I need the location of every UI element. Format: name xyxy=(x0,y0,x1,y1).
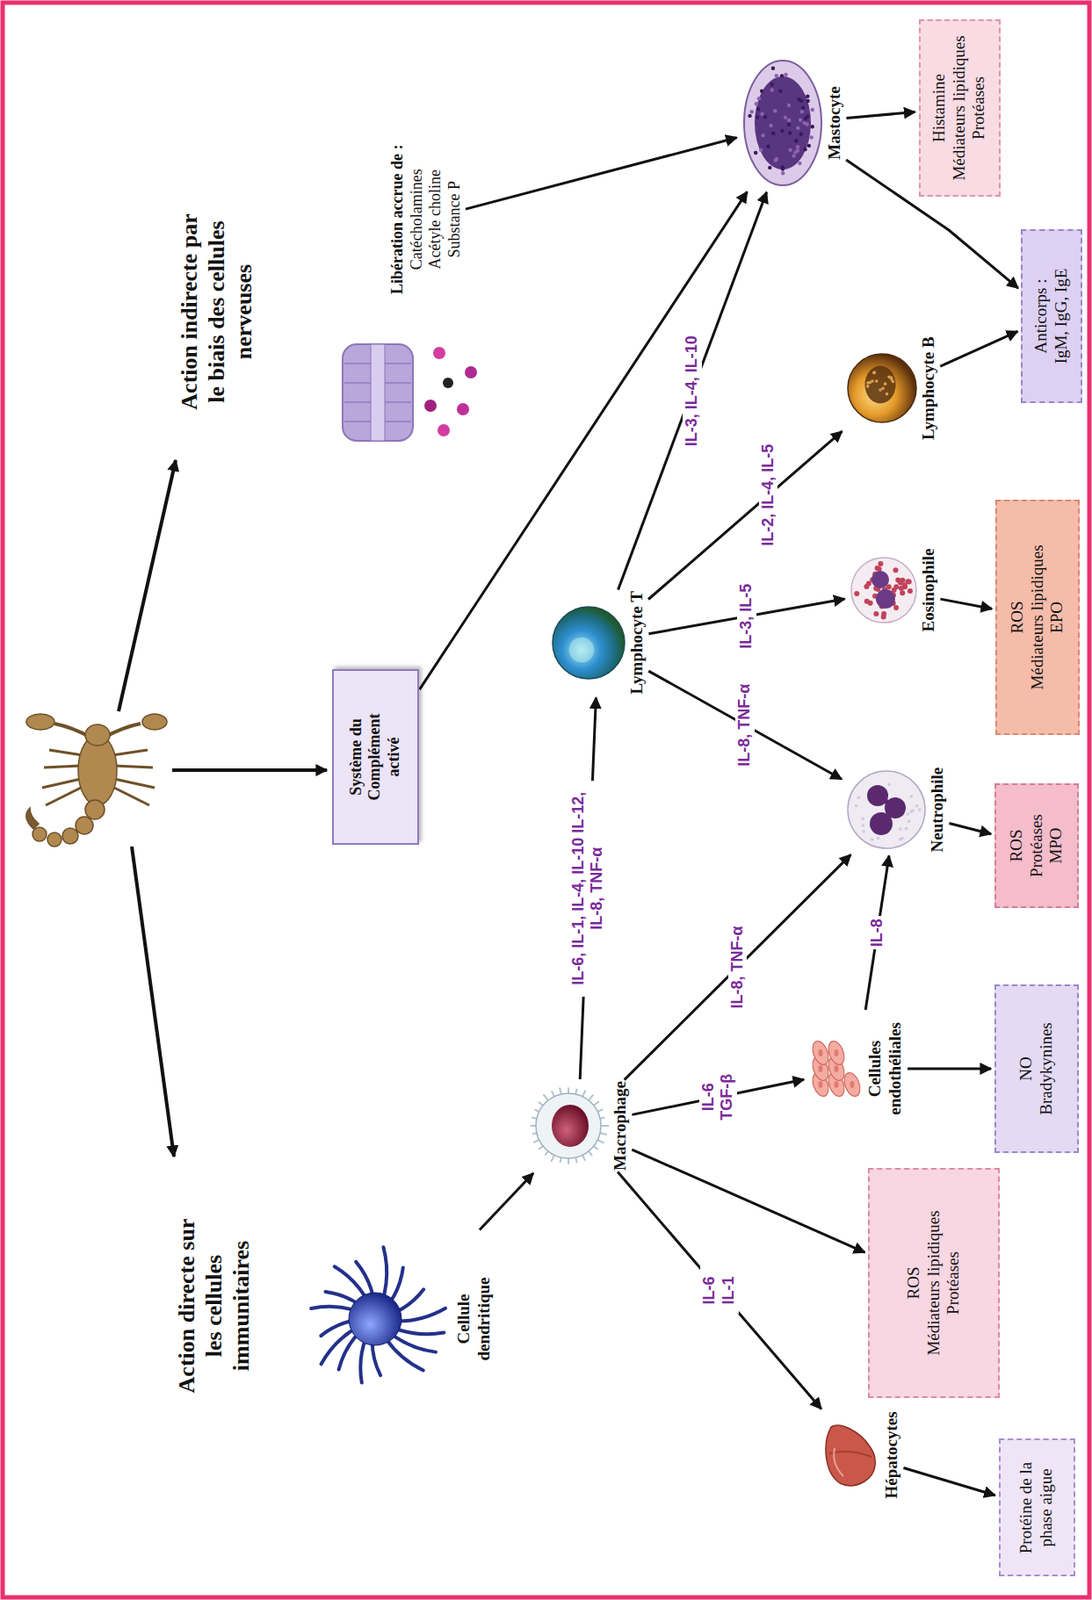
node-text: Cellules endothéliales xyxy=(865,1012,906,1127)
cytokine-label: IL-8 xyxy=(867,916,888,950)
ion-channel-symbol xyxy=(342,344,478,442)
node-text: Système du Complément activé xyxy=(347,700,405,815)
mast-cell: Mastocyte xyxy=(740,57,846,189)
b-lymphocyte-cell: Lymphocyte B xyxy=(845,336,940,441)
cell-illustration xyxy=(820,1422,883,1490)
macrophage-cell: Macrophage xyxy=(526,1081,631,1172)
node-text: Macrophage xyxy=(610,1081,631,1172)
cytokine-label: IL-8, TNF-α xyxy=(735,681,755,770)
node-text: Protéases xyxy=(943,1251,964,1316)
pointer-arrow xyxy=(118,460,327,1158)
section-heading: Action directe sur les cellules immunita… xyxy=(173,1209,256,1403)
arrow-connector xyxy=(624,854,852,1080)
arrow-connector xyxy=(940,331,1018,367)
endothelial-cells: Cellules endothéliales xyxy=(807,1012,906,1127)
cytokine-label: IL-6, IL-1, IL-4, IL-10 IL-12, IL-8, TNF… xyxy=(569,781,608,998)
product-box: NOBradykynines xyxy=(994,984,1079,1154)
node-text: EPO xyxy=(1047,601,1068,634)
cytokine-label: IL-2, IL-4, IL-5 xyxy=(759,441,779,550)
release-note: Libération accrue de :CatécholaminesAcét… xyxy=(388,144,464,295)
node-text: NO xyxy=(1016,1056,1037,1081)
node-text: Lymphocyte T xyxy=(627,591,648,695)
dendritic-cell: Cellule dendritique xyxy=(296,1231,495,1408)
product-box: ROSMédiateurs lipidiquesEPO xyxy=(995,499,1080,736)
node-text: Acétyle choline xyxy=(426,169,446,269)
section-heading: Action indirecte par le biais des cellul… xyxy=(175,209,259,416)
node-text: Protéine de la phase aigue xyxy=(1016,1448,1057,1570)
cytokine-label: IL-8, TNF-α xyxy=(728,923,748,1012)
node-text: Mastocyte xyxy=(824,86,846,160)
node-text: Médiateurs lipidiques xyxy=(1027,544,1049,690)
node-text: Protéases xyxy=(969,76,990,140)
node-text: Neutrophile xyxy=(927,767,948,854)
arrow-connector xyxy=(465,137,738,210)
node-text: Hépatocytes xyxy=(882,1411,903,1499)
arrow-connector xyxy=(617,1172,822,1411)
node-text: Anticorps : xyxy=(1031,279,1052,355)
arrow-connector xyxy=(907,1068,991,1071)
arrow-connector xyxy=(618,192,767,591)
node-text: ROS xyxy=(1006,830,1027,863)
arrow-connector xyxy=(865,855,890,1011)
scorpion-figure xyxy=(26,714,167,847)
arrow-connector xyxy=(648,671,842,780)
node-text: Cellule dendritique xyxy=(454,1266,495,1373)
node-text: Bradykynines xyxy=(1036,1022,1057,1116)
product-box: HistamineMédiateurs lipidiquesProtéases xyxy=(918,19,1001,197)
cell-illustration xyxy=(848,554,919,627)
node-text: IgM, IgG, IgE xyxy=(1051,268,1072,365)
arrow-connector xyxy=(948,823,991,834)
node-text: ROS xyxy=(903,1267,925,1301)
arrow-connector xyxy=(631,1149,865,1253)
arrow-connector xyxy=(903,1468,995,1497)
node-text: Médiateurs lipidiques xyxy=(949,35,970,181)
node-text: Lymphocyte B xyxy=(918,336,940,441)
arrow-connector xyxy=(648,431,842,600)
eosinophil-cell: Eosinophile xyxy=(848,548,940,632)
node-text: Libération accrue de : xyxy=(388,144,408,295)
cell-illustration xyxy=(807,1035,866,1103)
complement-box: Système du Complément activé xyxy=(332,669,420,846)
product-box: Protéine de la phase aigue xyxy=(998,1439,1076,1578)
product-box: ROSProtéasesMPO xyxy=(994,783,1079,909)
arrow-connector xyxy=(940,599,992,609)
arrow-connector xyxy=(479,1173,534,1231)
neutrophil-cell: Neutrophile xyxy=(845,767,948,854)
node-text: Catécholamines xyxy=(407,168,427,270)
t-lymphocyte-cell: Lymphocyte T xyxy=(549,591,648,695)
node-text: ROS xyxy=(1007,601,1028,635)
cell-illustration xyxy=(845,350,919,427)
node-text: Médiateurs lipidiques xyxy=(924,1210,945,1356)
cell-illustration xyxy=(549,603,628,683)
cell-illustration xyxy=(296,1231,455,1408)
cell-illustration xyxy=(845,767,928,853)
node-text: Histamine xyxy=(929,73,950,143)
hepatocyte-organ: Hépatocytes xyxy=(820,1411,903,1499)
product-box: Anticorps :IgM, IgG, IgE xyxy=(1020,229,1083,404)
node-text: Substance P xyxy=(445,180,465,259)
arrow-connector xyxy=(419,191,748,690)
node-text: MPO xyxy=(1046,827,1067,864)
cytokine-label: IL-6 IL-1 xyxy=(700,1267,738,1316)
arrow-connector xyxy=(846,112,915,119)
node-text: Eosinophile xyxy=(918,548,940,632)
node-text: Protéases xyxy=(1026,814,1048,878)
cytokine-label: IL-3, IL-4, IL-10 xyxy=(682,332,702,449)
cytokine-label: IL-3, IL-5 xyxy=(737,581,757,652)
cytokine-label: IL-6 TGF-β xyxy=(699,1063,738,1131)
product-box: ROSMédiateurs lipidiquesProtéases xyxy=(867,1168,1000,1399)
cell-illustration xyxy=(526,1082,611,1171)
cell-illustration xyxy=(740,57,825,189)
